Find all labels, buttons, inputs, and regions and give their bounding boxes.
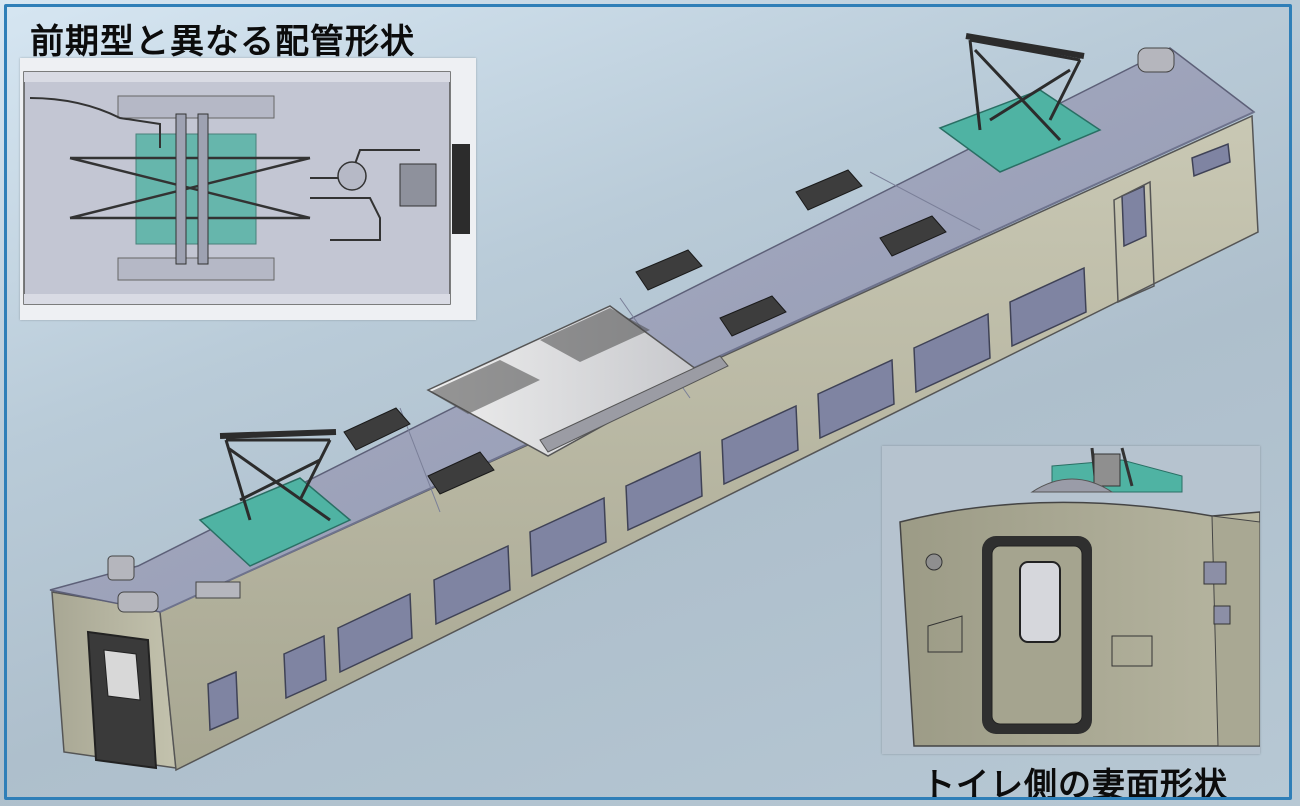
roof-equipment-left: [107, 555, 241, 613]
pantograph-icon: [69, 113, 311, 265]
door-icon: [982, 536, 1092, 734]
blue-frame: [4, 4, 1292, 800]
side-windows: [207, 142, 1231, 732]
window-icon: [207, 670, 239, 732]
window-icon: [1203, 561, 1227, 585]
caption-piping: 前期型と異なる配管形状: [30, 22, 415, 62]
roof-cooling-units: [343, 169, 947, 495]
roof-piping-inset: [20, 58, 476, 320]
roof-vent-icon: [426, 305, 729, 457]
side-door: [1113, 180, 1155, 304]
end-face-inset: [882, 446, 1260, 754]
end-door: [86, 630, 158, 770]
pantograph-icon: [1030, 447, 1183, 493]
roof-equipment-right: [1137, 47, 1175, 73]
pantograph-icon: [938, 33, 1102, 173]
pantograph-icon: [198, 429, 352, 567]
